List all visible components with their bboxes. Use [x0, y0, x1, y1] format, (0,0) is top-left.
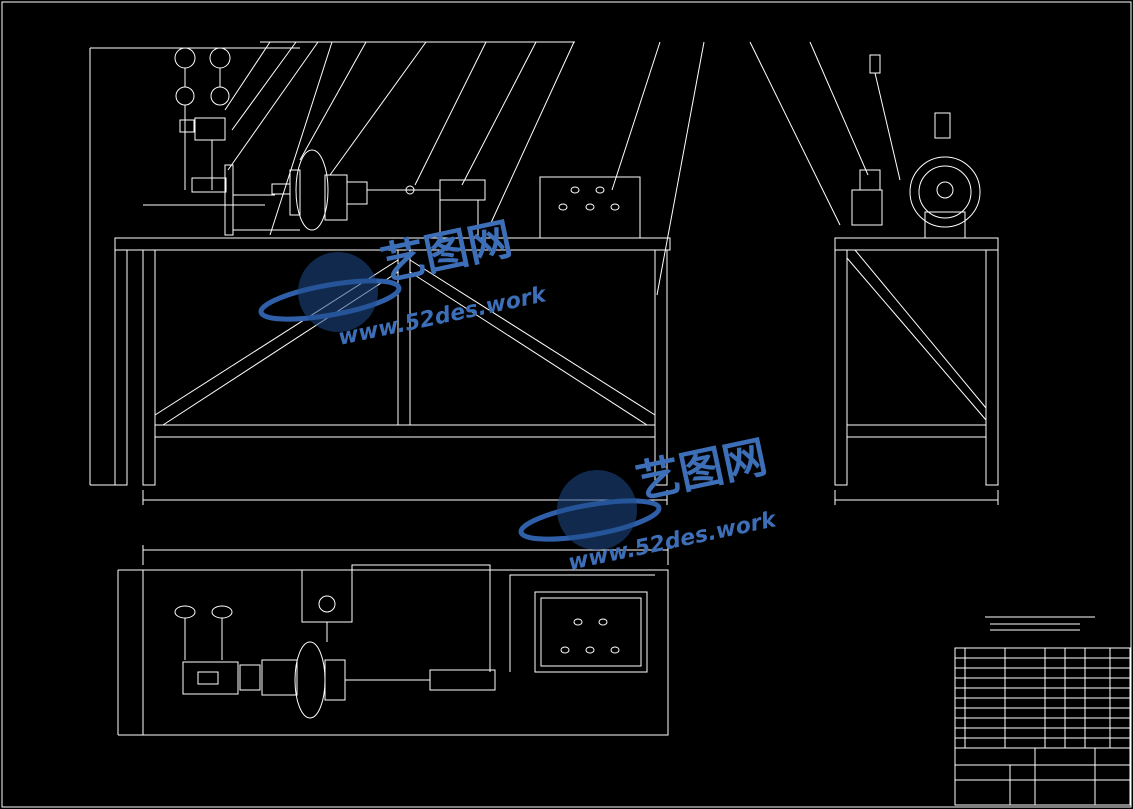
vacuum-booster [295, 149, 329, 231]
mount-plate [224, 164, 234, 236]
front-brace-right-a [409, 259, 656, 416]
title-block [954, 616, 1131, 806]
front-table-top [114, 237, 671, 251]
front-brace-right-b [409, 271, 648, 426]
side-booster [909, 156, 981, 228]
front-leg-left-outer [114, 249, 128, 486]
side-table-top [834, 237, 999, 251]
front-leg-right [654, 249, 668, 486]
plan-view [117, 545, 669, 736]
front-leg-left [142, 249, 156, 486]
plan-actuator [429, 669, 496, 691]
side-elevation [749, 41, 999, 505]
side-brace-a [846, 257, 987, 421]
watermark-globe-icon [557, 470, 637, 550]
title-block-main [954, 747, 1131, 806]
side-leg-left [834, 249, 848, 486]
side-lower-rail [846, 424, 987, 438]
side-linkage [874, 72, 901, 181]
plan-table-outline [142, 569, 669, 736]
front-lower-rail [154, 424, 656, 438]
plan-valve-block [182, 661, 239, 695]
side-leg-right [985, 249, 999, 486]
watermark-globe-icon [298, 252, 378, 332]
front-elevation [89, 41, 705, 505]
valve-block [194, 117, 226, 141]
control-box [539, 176, 641, 239]
side-actuator [934, 112, 951, 139]
actuator-stand [439, 199, 479, 239]
plan-control-box [534, 591, 648, 673]
